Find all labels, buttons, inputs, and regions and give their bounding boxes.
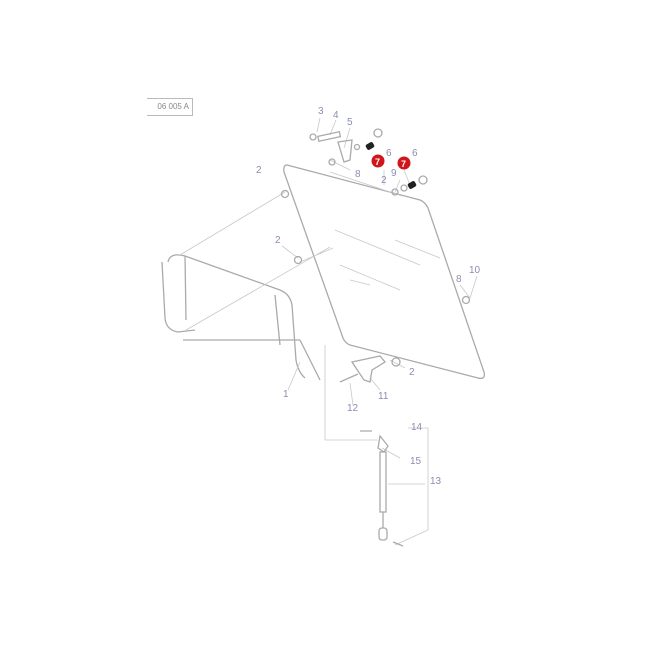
callout-8: 8 — [355, 169, 361, 180]
frame-rail — [161, 254, 306, 379]
highlight-marker[interactable] — [397, 156, 411, 170]
callouts: 3 4 5 6 6 7 7 8 2 2 9 2 8 10 2 11 12 1 1… — [256, 106, 481, 487]
leader-lines — [179, 117, 478, 546]
callout-1: 1 — [283, 389, 289, 400]
callout-7[interactable]: 7 — [375, 157, 380, 167]
callout-10: 10 — [469, 265, 481, 276]
highlight-marker[interactable] — [371, 154, 385, 168]
reference-code: 06 005 A — [147, 98, 193, 116]
callout-4: 4 — [333, 110, 339, 121]
frame-lower — [183, 339, 321, 381]
callout-6: 6 — [412, 148, 418, 159]
bolt-icon — [365, 142, 417, 189]
callout-3: 3 — [318, 106, 324, 117]
callout-9: 9 — [391, 168, 397, 179]
glass-reflection — [334, 229, 441, 291]
callout-8: 8 — [456, 274, 462, 285]
callout-2: 2 — [409, 367, 415, 378]
callout-7[interactable]: 7 — [401, 159, 406, 169]
callout-14: 14 — [411, 422, 423, 433]
hinge-bracket — [280, 128, 471, 305]
glass-panel — [283, 164, 486, 380]
callout-2: 2 — [256, 165, 262, 176]
callout-2: 2 — [275, 235, 281, 246]
callout-6: 6 — [386, 148, 392, 159]
gas-strut — [360, 430, 404, 547]
callout-15: 15 — [410, 456, 422, 467]
callout-13: 13 — [430, 476, 442, 487]
callout-12: 12 — [347, 403, 359, 414]
latch-bracket — [339, 355, 401, 383]
callout-11: 11 — [378, 391, 389, 402]
callout-2: 2 — [381, 175, 387, 186]
callout-5: 5 — [347, 117, 353, 128]
